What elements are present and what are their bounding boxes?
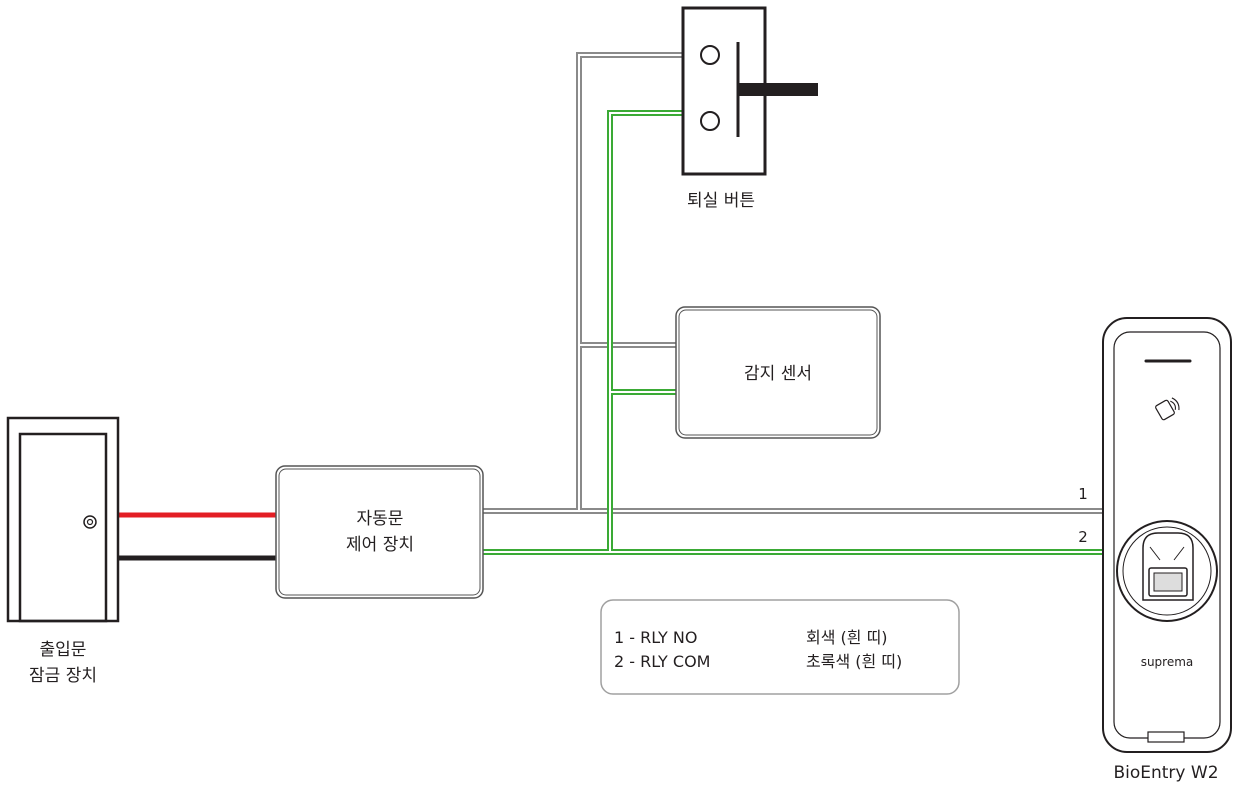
- sensor-label: 감지 센서: [744, 364, 812, 384]
- device-name-label: BioEntry W2: [1113, 763, 1218, 783]
- door-lock-label-line1: 출입문: [40, 640, 87, 660]
- motion-sensor: 감지 센서: [675, 306, 881, 439]
- legend-pin-2: 2 - RLY COM: [614, 652, 710, 671]
- wire-number-2: 2: [1078, 528, 1088, 546]
- wire-2-green: [483, 110, 1108, 555]
- wire-1-branch-exit: [576, 52, 684, 511]
- door-controller: 자동문 제어 장치: [275, 465, 484, 599]
- wire-legend: 1 - RLY NO 회색 (흰 띠) 2 - RLY COM 초록색 (흰 띠…: [600, 599, 960, 695]
- door-knob-icon: [83, 515, 97, 529]
- controller-label-line1: 자동문: [357, 509, 404, 529]
- legend-color-1: 회색 (흰 띠): [806, 628, 888, 647]
- legend-pin-1: 1 - RLY NO: [614, 628, 697, 647]
- exit-button-device: 퇴실 버튼: [681, 6, 818, 211]
- wire-number-1: 1: [1078, 485, 1088, 503]
- bioentry-device: suprema BioEntry W2: [1102, 317, 1232, 783]
- exit-button-label: 퇴실 버튼: [687, 191, 755, 211]
- device-brand: suprema: [1141, 655, 1194, 669]
- door-lock: 출입문 잠금 장치: [6, 416, 120, 686]
- wire-2-branch-exit: [607, 110, 684, 552]
- wire-1-gray: [483, 52, 1108, 514]
- door-lock-label-line2: 잠금 장치: [29, 666, 97, 686]
- exit-button-plunger: [738, 83, 818, 96]
- rfid-card-icon: [1155, 397, 1180, 421]
- controller-label-line2: 제어 장치: [346, 535, 414, 555]
- legend-color-2: 초록색 (흰 띠): [806, 652, 902, 671]
- fingerprint-sensor-icon: [1116, 520, 1218, 622]
